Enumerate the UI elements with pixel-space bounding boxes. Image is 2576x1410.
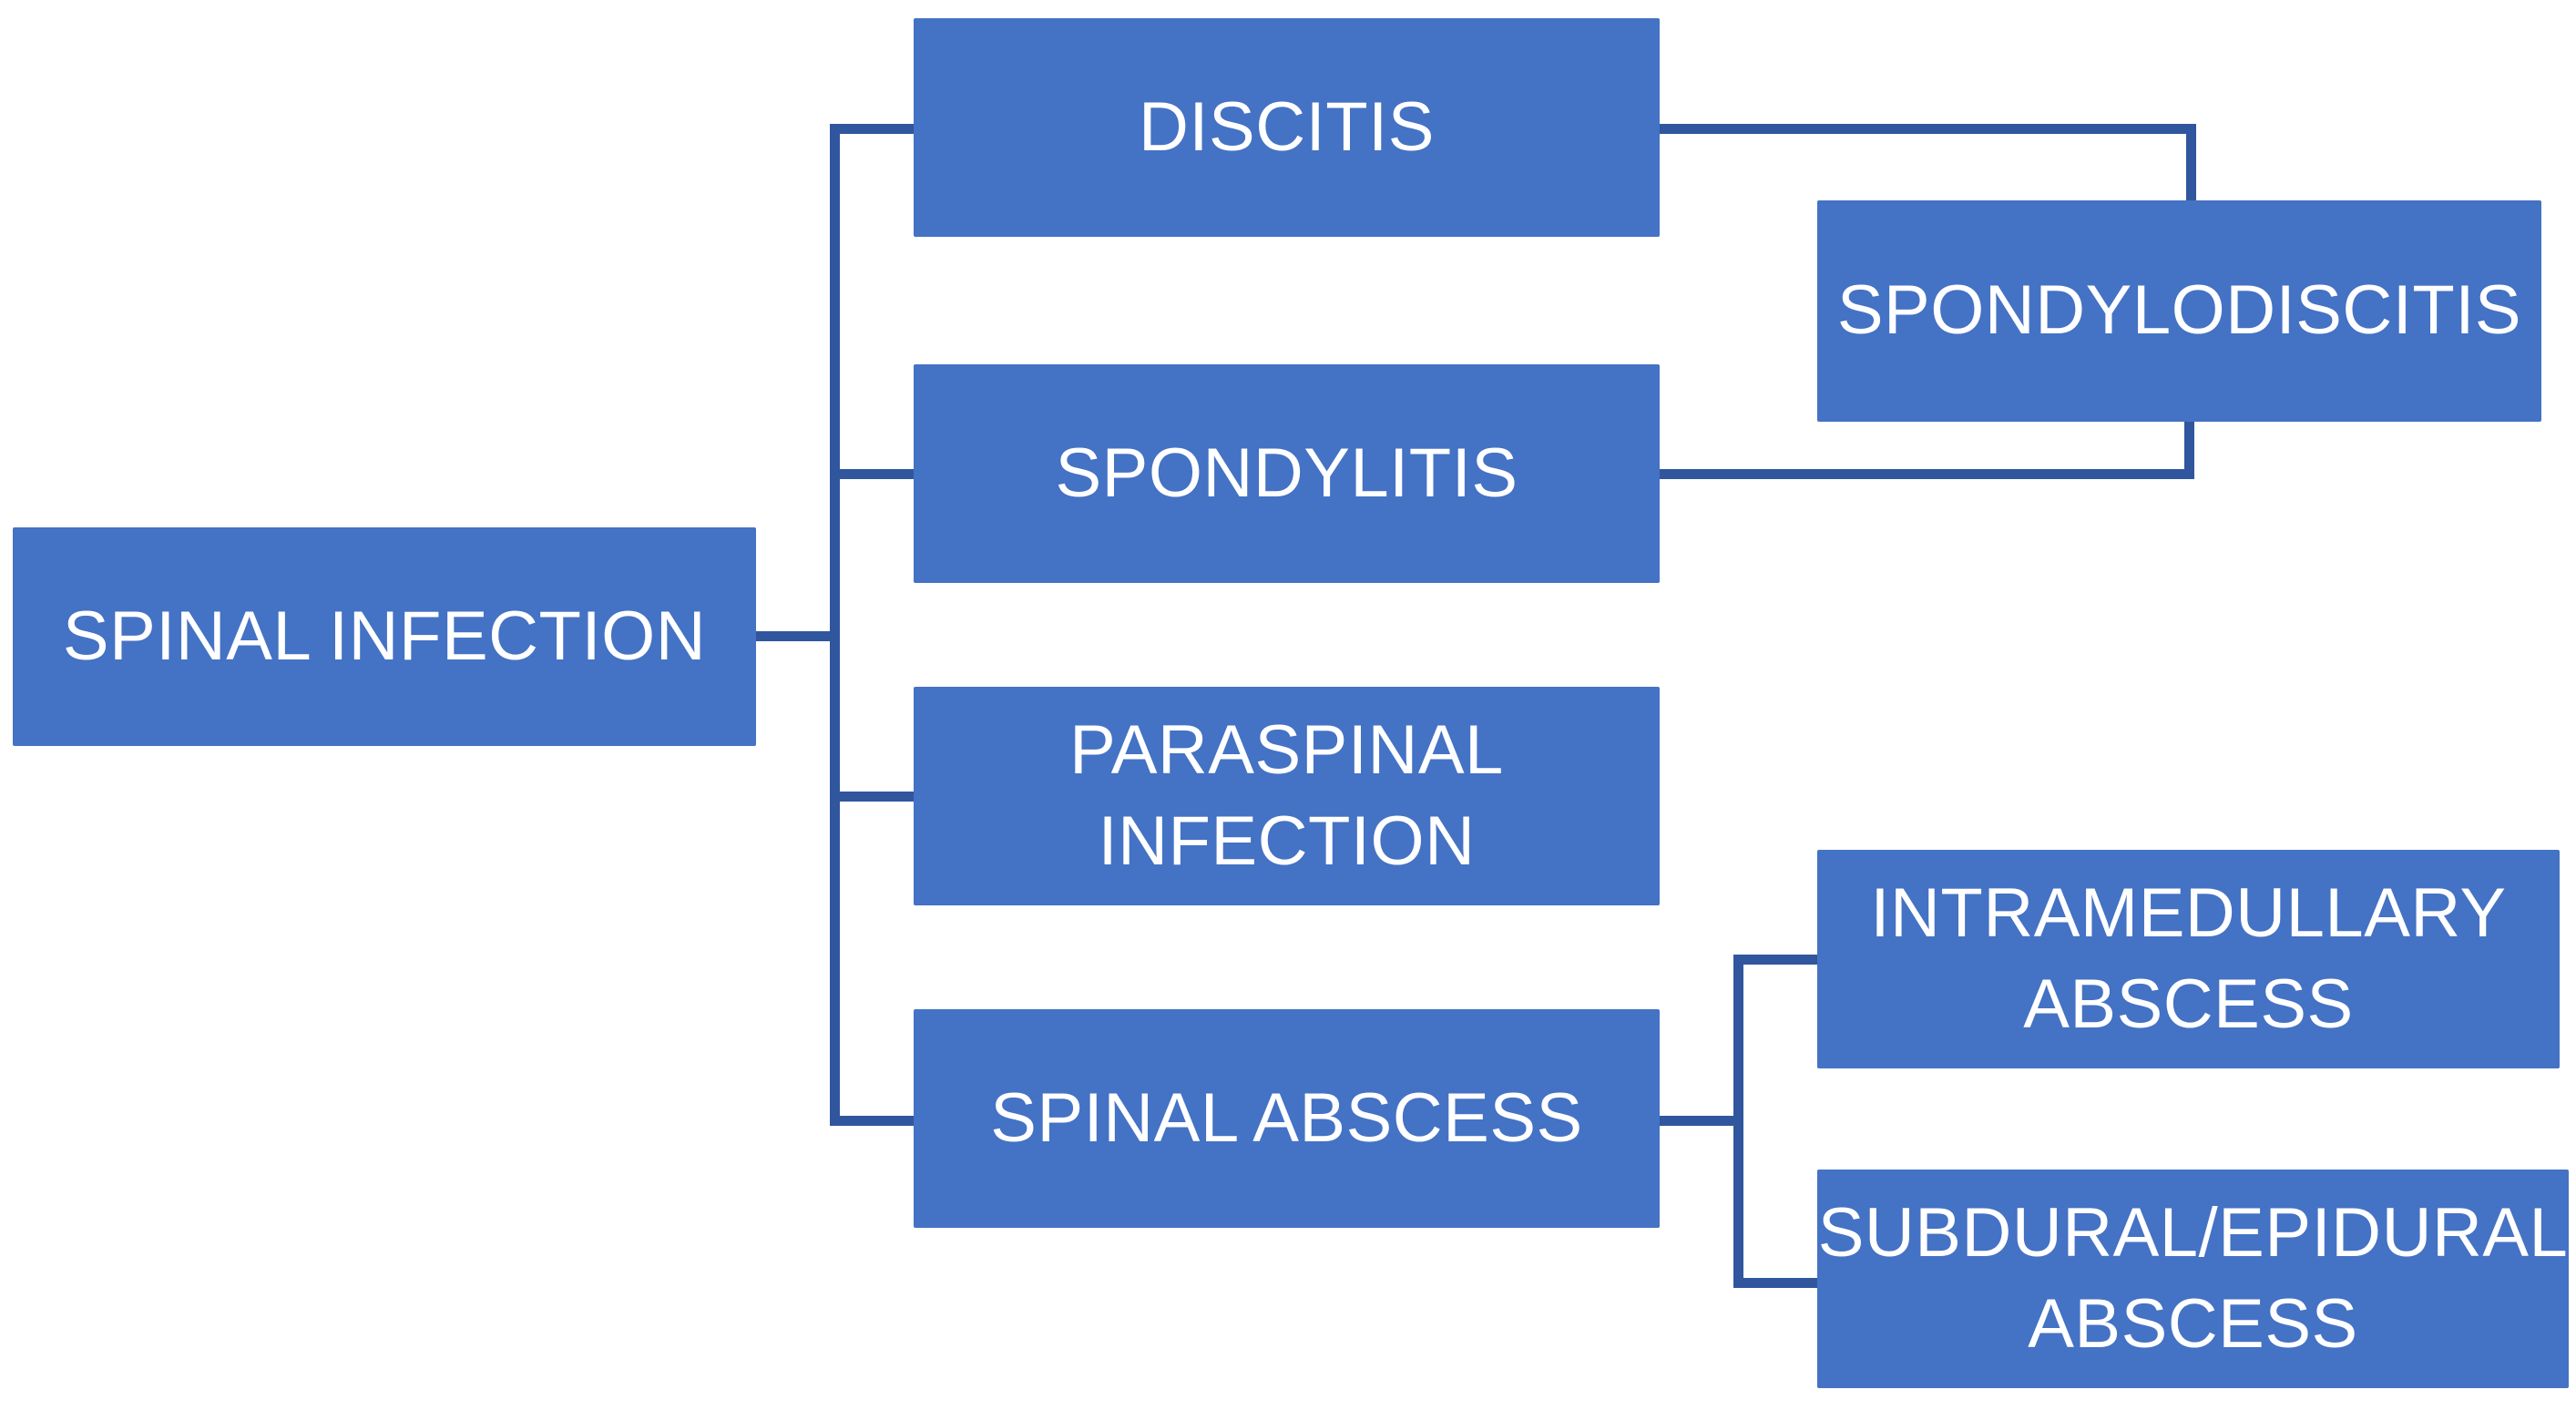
connector-root-feeder	[756, 631, 840, 641]
connector-abscess-vertical	[1733, 955, 1743, 1288]
node-label: INTRAMEDULLARY	[1870, 874, 2507, 952]
node-spondylodiscitis: SPONDYLODISCITIS	[1817, 200, 2541, 422]
node-spinal-abscess: SPINAL ABSCESS	[914, 1009, 1660, 1228]
node-intramedullary-abscess: INTRAMEDULLARY ABSCESS	[1817, 850, 2560, 1068]
connector-stub-spinal-abscess	[830, 1116, 914, 1126]
connector-discitis-drop	[2186, 124, 2196, 200]
connector-stub-spondylitis	[830, 469, 914, 479]
node-label: PARASPINAL	[1069, 710, 1504, 789]
node-label: DISCITIS	[1139, 87, 1435, 166]
node-spondylitis: SPONDYLITIS	[914, 364, 1660, 583]
node-label: INFECTION	[1098, 802, 1476, 880]
connector-discitis-horizontal	[1660, 124, 2196, 134]
connector-stub-intramedullary	[1733, 955, 1817, 965]
node-label: SPINAL INFECTION	[62, 597, 707, 675]
connector-stub-paraspinal	[830, 792, 914, 802]
node-label: ABSCESS	[2023, 966, 2354, 1043]
node-label: ABSCESS	[2028, 1285, 2358, 1363]
connector-spondylitis-horizontal	[1660, 469, 2194, 479]
node-subdural-epidural-abscess: SUBDURAL/EPIDURAL ABSCESS	[1817, 1170, 2569, 1388]
connector-spondylitis-rise	[2184, 422, 2194, 479]
node-discitis: DISCITIS	[914, 18, 1660, 237]
connector-abscess-feeder	[1660, 1116, 1743, 1126]
connector-stub-discitis	[830, 124, 914, 134]
node-label: SPONDYLODISCITIS	[1836, 271, 2522, 350]
node-label: SPONDYLITIS	[1055, 434, 1518, 512]
connector-stub-subdural	[1733, 1278, 1817, 1288]
connector-trunk-vertical	[830, 124, 840, 1126]
node-paraspinal-infection: PARASPINAL INFECTION	[914, 687, 1660, 905]
node-label: SUBDURAL/EPIDURAL	[1817, 1193, 2569, 1272]
node-label: SPINAL ABSCESS	[990, 1078, 1583, 1157]
node-spinal-infection: SPINAL INFECTION	[13, 527, 756, 746]
